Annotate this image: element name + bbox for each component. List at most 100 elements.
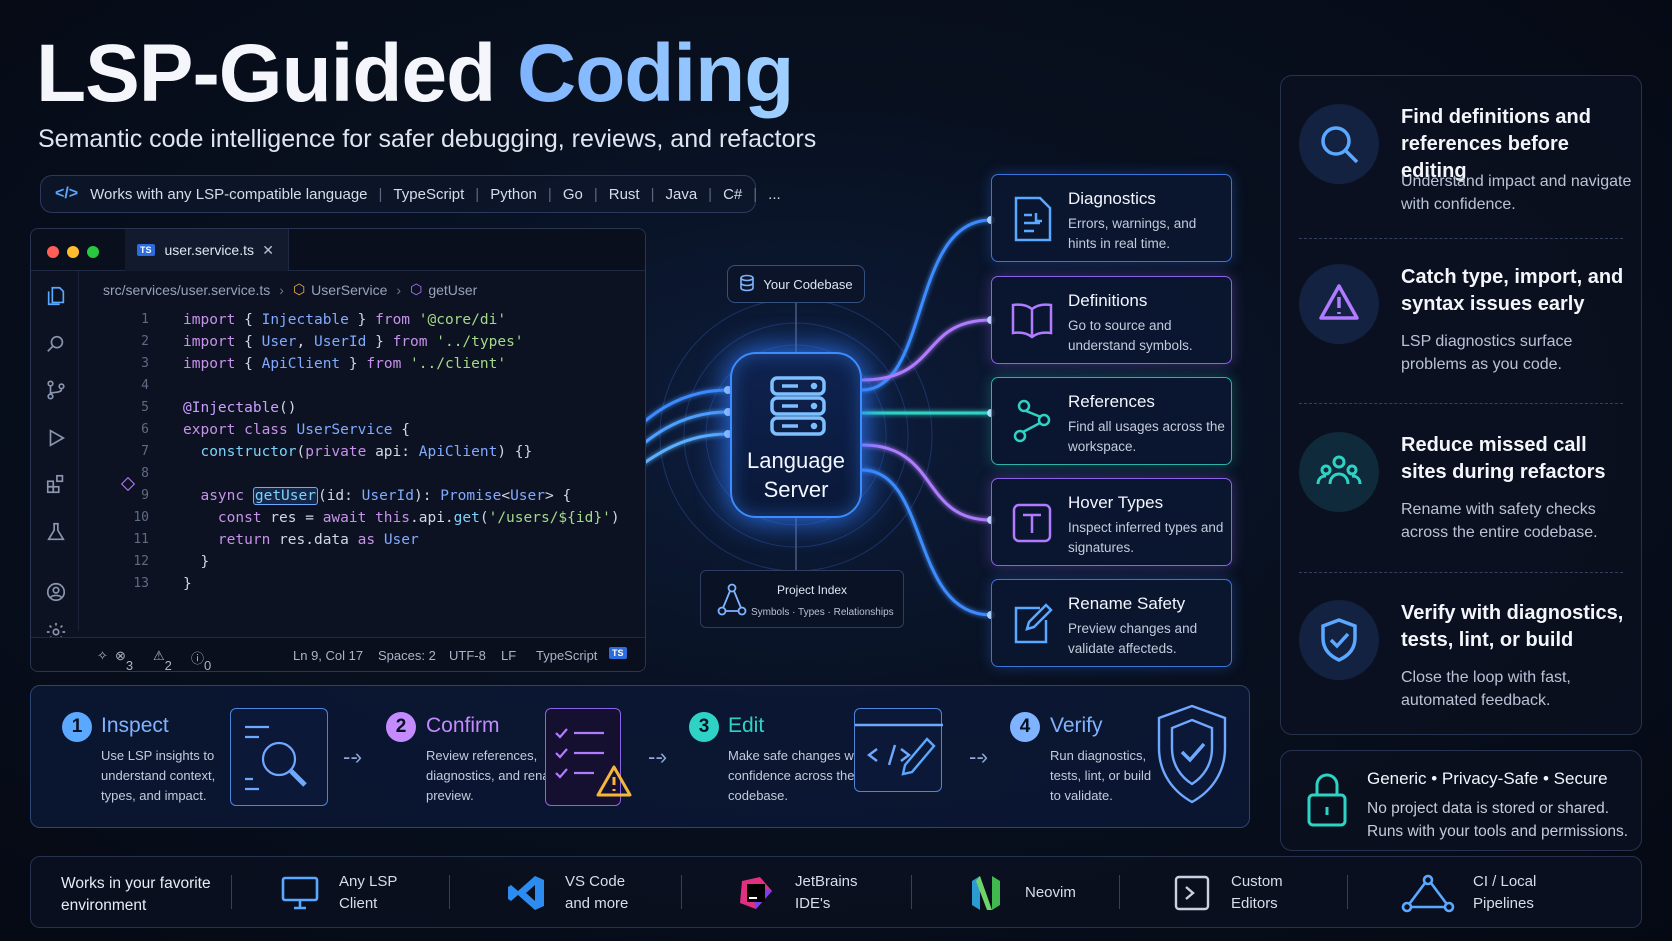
indentation[interactable]: Spaces: 2 <box>378 648 436 663</box>
environment-item[interactable]: Neovim <box>965 871 1076 915</box>
language-intro: Works with any LSP-compatible language <box>90 185 368 203</box>
benefit-title: Catch type, import, and syntax issues ea… <box>1401 266 1624 315</box>
explorer-files-icon[interactable] <box>45 285 67 307</box>
warning-icon <box>1299 264 1379 344</box>
line-number: 11 <box>133 532 149 547</box>
search-icon[interactable] <box>45 333 67 355</box>
code-line: import { User, UserId } from '../types' <box>183 334 524 350</box>
step-title: Confirm <box>426 714 500 737</box>
editor-tab-user-service[interactable]: TS user.service.ts ✕ <box>125 229 289 271</box>
close-window-dot[interactable] <box>47 246 59 258</box>
feature-desc: Go to source and understand symbols. <box>1068 318 1193 353</box>
environment-item[interactable]: VS Code and more <box>505 871 631 915</box>
benefit-title: Find definitions and references before e… <box>1401 106 1591 182</box>
environment-item[interactable]: Any LSP Client <box>279 871 399 915</box>
line-number: 7 <box>141 444 149 459</box>
language-mode[interactable]: TypeScript <box>536 648 598 663</box>
feature-card-hover-types[interactable]: Hover Types Inspect inferred types and s… <box>991 478 1232 566</box>
project-index-card: Project Index Symbols · Types · Relation… <box>700 570 904 628</box>
cursor-position[interactable]: Ln 9, Col 17 <box>293 648 364 663</box>
environment-item[interactable]: JetBrains IDE's <box>735 871 865 915</box>
error-count[interactable]: ⊗ 3 <box>115 648 134 672</box>
title-part-2: Coding <box>517 28 794 119</box>
code-line: import { Injectable } from '@core/di' <box>183 312 507 328</box>
terminal-icon <box>1171 872 1213 914</box>
environment-lead: Works in your favorite environment <box>61 875 211 914</box>
breadcrumb-method[interactable]: getUser <box>428 281 478 298</box>
info-count[interactable]: ⓘ 0 <box>191 651 212 672</box>
extensions-icon[interactable] <box>45 473 67 495</box>
breadcrumb-path[interactable]: src/services/user.service.ts <box>103 281 271 298</box>
language-item: ... <box>768 185 781 203</box>
line-number: 6 <box>141 422 149 437</box>
language-item: C# <box>723 185 743 203</box>
feature-card-diagnostics[interactable]: Diagnostics Errors, warnings, and hints … <box>991 174 1232 262</box>
account-icon[interactable] <box>45 581 67 603</box>
code-line: return res.data as User <box>217 532 419 548</box>
close-tab-icon[interactable]: ✕ <box>262 241 274 258</box>
lock-icon <box>1307 773 1347 827</box>
typescript-badge-icon: TS <box>609 647 627 659</box>
workflow-steps: 1 Inspect Use LSP insights to understand… <box>30 685 1250 828</box>
highlighted-symbol-getuser[interactable]: getUser <box>252 487 318 505</box>
step-number: 1 <box>62 712 92 742</box>
benefit-title: Reduce missed call sites during refactor… <box>1401 434 1606 483</box>
feature-card-references[interactable]: References Find all usages across the wo… <box>991 377 1232 465</box>
line-ending[interactable]: LF <box>501 648 517 663</box>
document-icon <box>1014 196 1052 242</box>
pipeline-icon <box>1401 872 1455 914</box>
feature-desc: Inspect inferred types and signatures. <box>1068 520 1224 555</box>
source-control-icon[interactable] <box>45 379 67 401</box>
privacy-card: Generic • Privacy-Safe • Secure No proje… <box>1280 750 1642 851</box>
step-desc: Review references, diagnostics, and rena… <box>426 748 568 803</box>
minimize-window-dot[interactable] <box>67 246 79 258</box>
maximize-window-dot[interactable] <box>87 246 99 258</box>
shield-check-icon <box>1299 600 1379 680</box>
encoding[interactable]: UTF-8 <box>449 648 486 663</box>
title-part-1: LSP-Guided <box>36 28 517 119</box>
type-t-icon <box>1012 503 1052 543</box>
environment-label: JetBrains IDE's <box>795 873 858 912</box>
share-nodes-icon <box>1013 399 1051 443</box>
warning-count[interactable]: ⚠ 2 <box>153 648 172 672</box>
step-title: Edit <box>728 714 765 737</box>
code-line: @Injectable() <box>183 400 297 416</box>
language-bar: </> Works with any LSP-compatible langua… <box>40 175 781 213</box>
run-debug-icon[interactable] <box>45 427 67 449</box>
editor-tab-label: user.service.ts <box>164 242 254 258</box>
divider <box>1299 403 1623 404</box>
code-line: async getUser(id: UserId): Promise<User>… <box>200 487 572 505</box>
divider <box>1347 875 1348 909</box>
codebase-label: Your Codebase <box>763 276 853 292</box>
step-number: 3 <box>689 712 719 742</box>
users-icon <box>1299 432 1379 512</box>
testing-flask-icon[interactable] <box>45 521 67 543</box>
feature-title: Rename Safety <box>1068 594 1186 613</box>
codebase-chip: Your Codebase <box>727 265 865 303</box>
divider <box>449 875 450 909</box>
line-number: 1 <box>141 312 149 327</box>
book-icon <box>1011 303 1053 339</box>
step-number: 2 <box>386 712 416 742</box>
breadcrumb-class[interactable]: UserService <box>311 281 388 298</box>
checklist-warning-icon <box>545 708 632 806</box>
feature-card-definitions[interactable]: Definitions Go to source and understand … <box>991 276 1232 364</box>
language-item: Go <box>562 185 583 203</box>
database-icon <box>739 274 755 295</box>
remote-indicator-icon[interactable]: ✧ <box>97 648 108 663</box>
code-line: export class UserService { <box>183 422 410 438</box>
environment-item[interactable]: Custom Editors <box>1171 871 1291 915</box>
chevron-right-icon: › <box>396 281 402 298</box>
graph-nodes-icon <box>717 583 747 616</box>
environment-item[interactable]: CI / Local Pipelines <box>1401 871 1543 915</box>
method-cube-icon: ⬡ <box>410 281 423 297</box>
feature-card-rename-safety[interactable]: Rename Safety Preview changes and valida… <box>991 579 1232 667</box>
verify-shield-icon <box>1157 704 1227 804</box>
arrow-right-icon: - -› <box>648 744 667 769</box>
chevron-right-icon: › <box>279 281 284 298</box>
line-number: 13 <box>133 576 149 591</box>
step-title: Verify <box>1050 714 1103 737</box>
arrow-right-icon: - -› <box>343 744 362 769</box>
